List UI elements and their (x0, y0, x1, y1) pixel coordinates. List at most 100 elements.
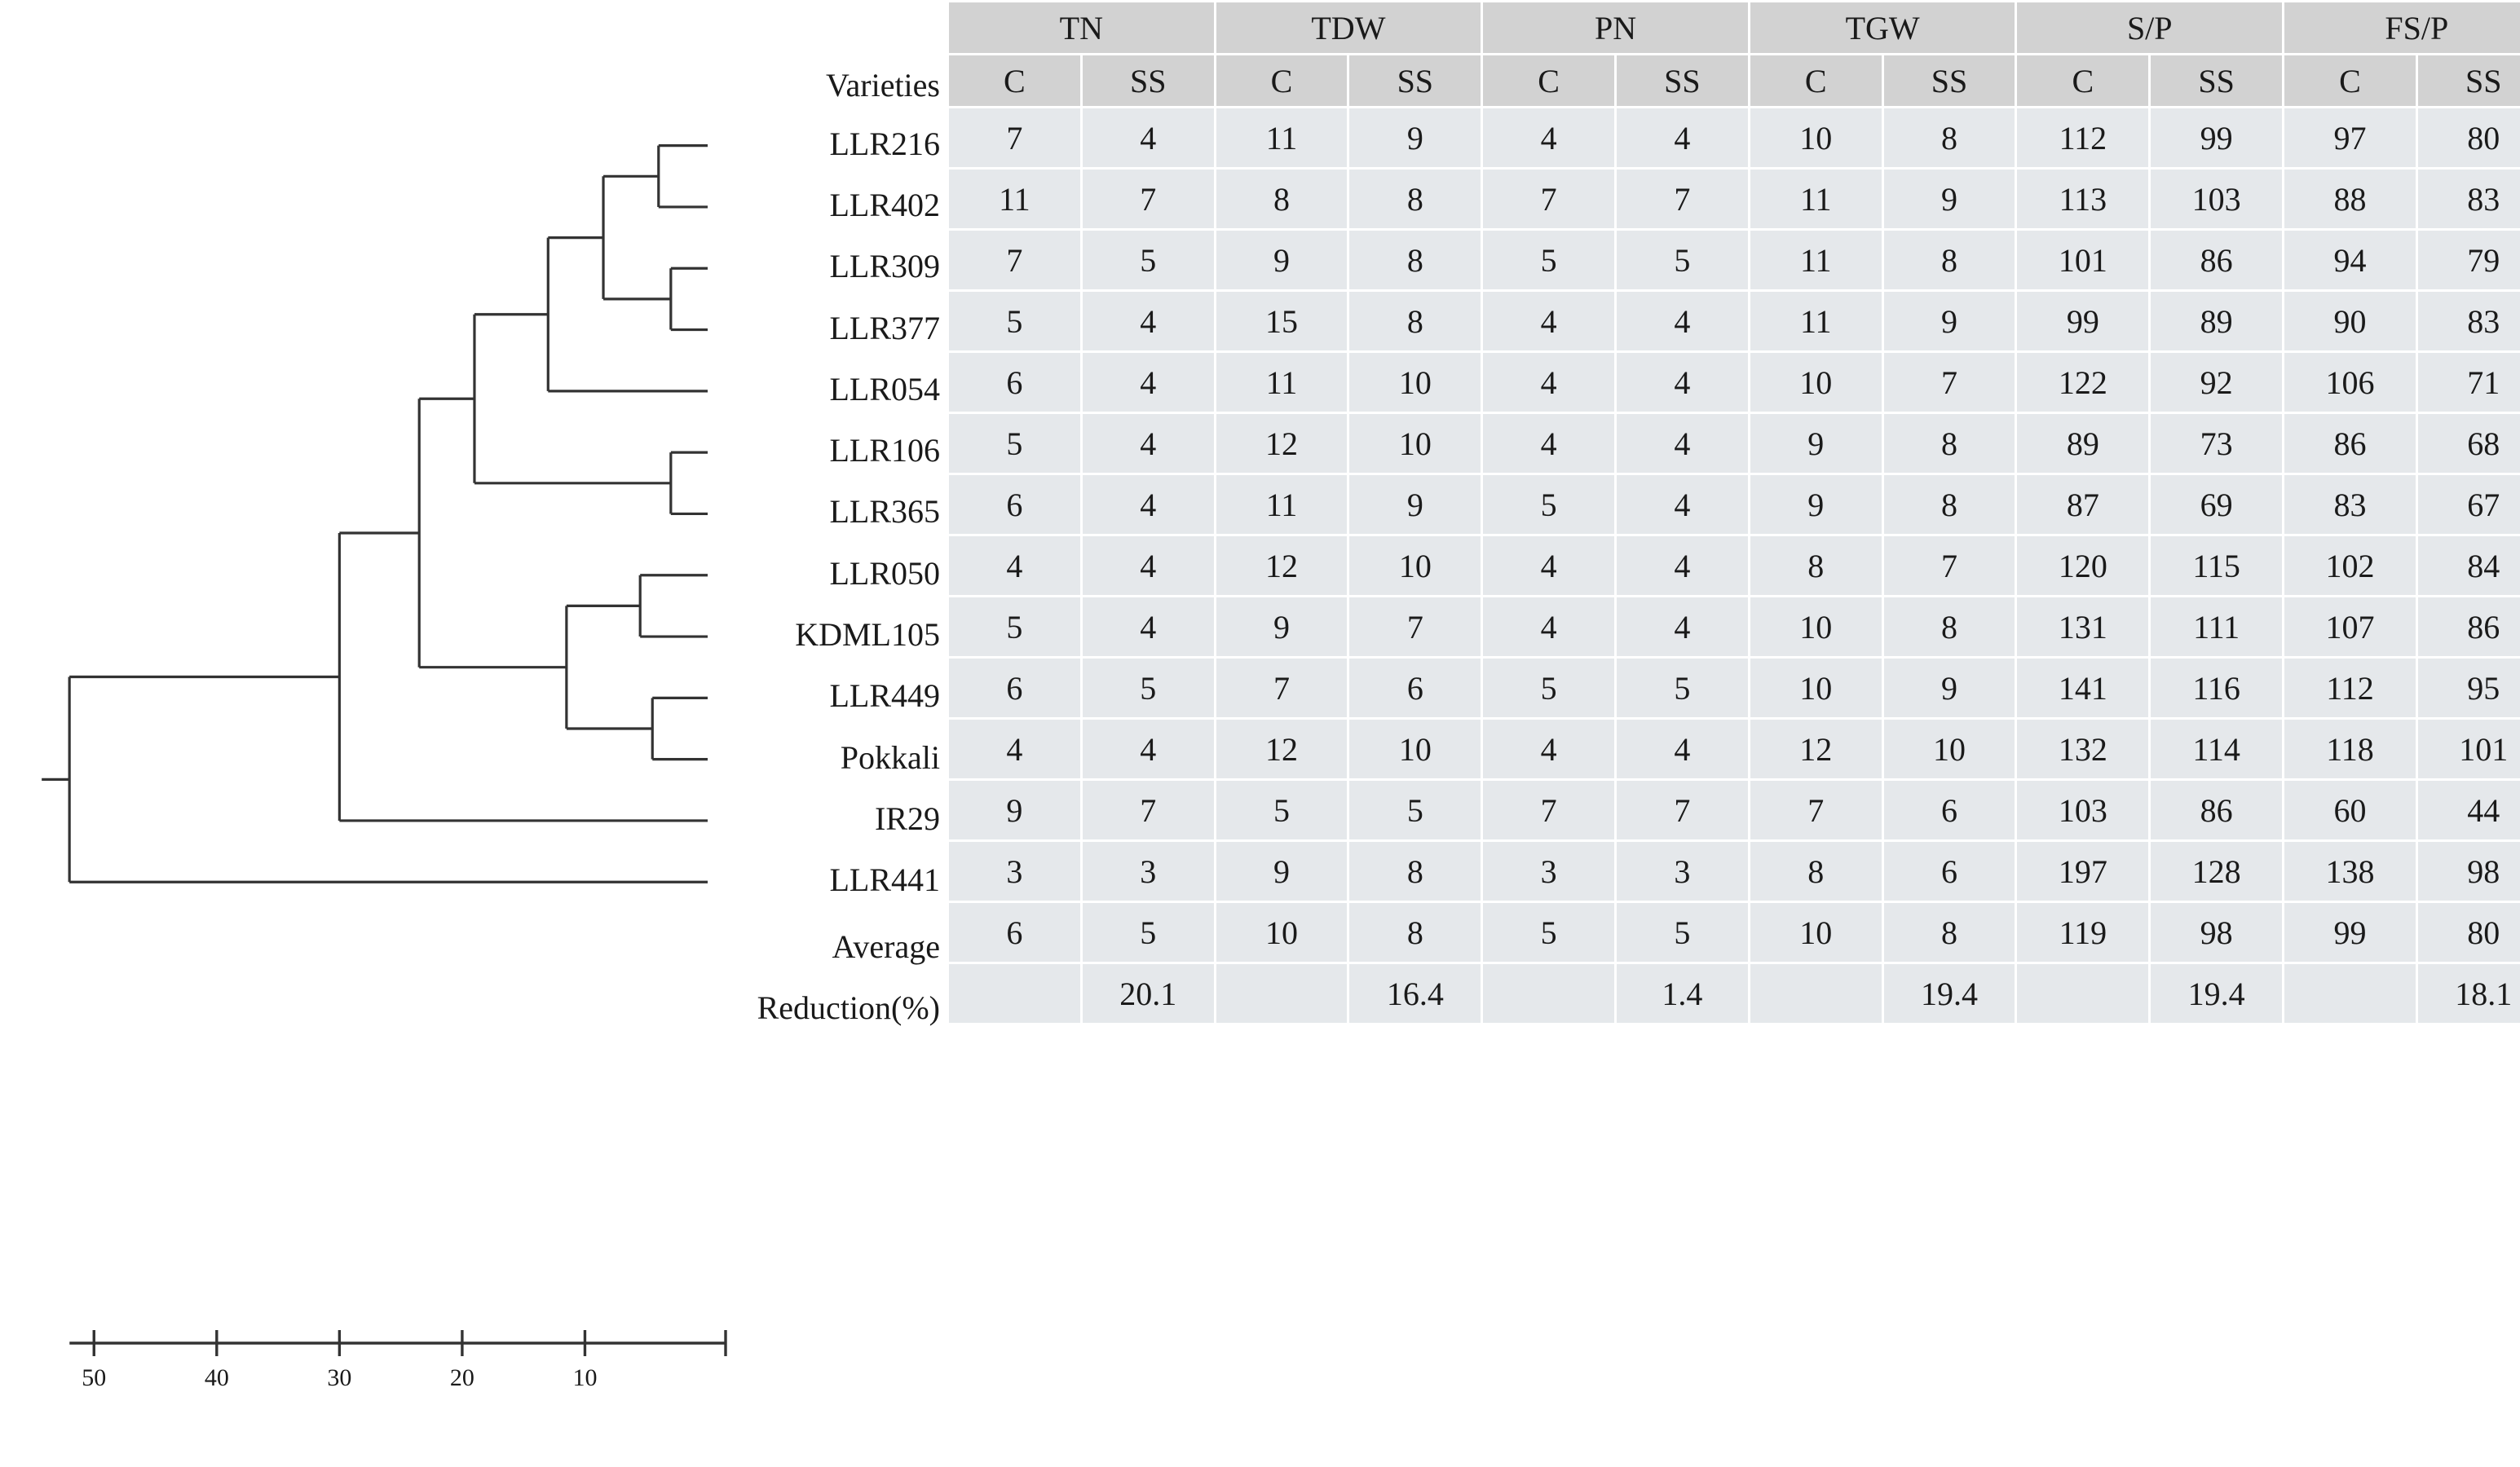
cell-llr402-tn-ss: 7 (1082, 170, 1214, 228)
cell-llr377-tgw-c: 11 (1750, 292, 1882, 350)
cell-llr050-s-p-c: 120 (2017, 536, 2149, 595)
cell-llr106-tgw-c: 9 (1750, 414, 1882, 473)
leaf-label-llr309: LLR309 (829, 248, 940, 285)
cell-llr106-pn-ss: 4 (1617, 414, 1748, 473)
cell-llr449-fs-p-c: 112 (2284, 659, 2416, 717)
axis-tick-label-40: 40 (205, 1364, 229, 1391)
cell-llr216-fs-p-c: 97 (2284, 108, 2416, 167)
cell-llr365-tn-ss: 4 (1082, 475, 1214, 534)
cell-reduction--tdw-c (1216, 964, 1348, 1023)
cell-llr402-pn-ss: 7 (1617, 170, 1748, 228)
cell-llr365-tgw-ss: 8 (1883, 475, 2015, 534)
cell-pokkali-s-p-ss: 114 (2151, 720, 2283, 778)
sub-header-tn-ss: SS (1082, 55, 1214, 106)
cell-average-tn-ss: 5 (1082, 903, 1214, 962)
cell-ir29-tgw-ss: 6 (1883, 781, 2015, 839)
cell-llr449-s-p-ss: 116 (2151, 659, 2283, 717)
cell-average-tdw-ss: 8 (1349, 903, 1481, 962)
cell-ir29-fs-p-c: 60 (2284, 781, 2416, 839)
cell-llr309-tgw-ss: 8 (1883, 231, 2015, 289)
cell-llr365-pn-ss: 4 (1617, 475, 1748, 534)
cell-llr309-tdw-c: 9 (1216, 231, 1348, 289)
group-header-pn: PN (1483, 2, 1748, 53)
cell-llr365-tgw-c: 9 (1750, 475, 1882, 534)
cell-llr365-fs-p-ss: 67 (2417, 475, 2520, 534)
group-header-tgw: TGW (1750, 2, 2015, 53)
sub-header-fs-p-ss: SS (2417, 55, 2520, 106)
cell-llr106-tn-c: 5 (949, 414, 1080, 473)
cell-llr050-s-p-ss: 115 (2151, 536, 2283, 595)
cell-kdml105-s-p-ss: 111 (2151, 597, 2283, 656)
leaf-label-llr402: LLR402 (829, 186, 940, 223)
cell-llr050-tn-c: 4 (949, 536, 1080, 595)
leaf-label-llr106: LLR106 (829, 432, 940, 469)
cell-pokkali-fs-p-c: 118 (2284, 720, 2416, 778)
cell-llr106-tdw-ss: 10 (1349, 414, 1481, 473)
sub-header-tdw-ss: SS (1349, 55, 1481, 106)
cell-llr309-s-p-c: 101 (2017, 231, 2149, 289)
cell-llr216-tgw-ss: 8 (1883, 108, 2015, 167)
cell-pokkali-tgw-ss: 10 (1883, 720, 2015, 778)
cell-llr365-s-p-ss: 69 (2151, 475, 2283, 534)
cell-pokkali-pn-c: 4 (1483, 720, 1615, 778)
cell-llr441-tdw-c: 9 (1216, 842, 1348, 901)
summary-label-average: Average (832, 927, 941, 965)
cell-llr050-tdw-c: 12 (1216, 536, 1348, 595)
cell-llr216-s-p-ss: 99 (2151, 108, 2283, 167)
cell-llr441-tn-ss: 3 (1082, 842, 1214, 901)
group-header-fs-p: FS/P (2284, 2, 2520, 53)
cell-reduction--tn-ss: 20.1 (1082, 964, 1214, 1023)
cell-llr050-pn-ss: 4 (1617, 536, 1748, 595)
cell-average-tgw-ss: 8 (1883, 903, 2015, 962)
dendrogram-branches (42, 144, 708, 883)
cell-llr106-s-p-ss: 73 (2151, 414, 2283, 473)
dendrogram-axis (69, 1330, 727, 1356)
cell-llr054-tdw-c: 11 (1216, 353, 1348, 412)
cell-llr054-pn-c: 4 (1483, 353, 1615, 412)
cell-llr402-fs-p-c: 88 (2284, 170, 2416, 228)
cell-llr449-pn-ss: 5 (1617, 659, 1748, 717)
leaf-label-ir29: IR29 (875, 800, 940, 837)
sub-header-tn-c: C (949, 55, 1080, 106)
cell-ir29-tgw-c: 7 (1750, 781, 1882, 839)
group-header-tn: TN (949, 2, 1214, 53)
cell-kdml105-tgw-c: 10 (1750, 597, 1882, 656)
axis-tick-label-50: 50 (82, 1364, 106, 1391)
cell-llr402-tgw-c: 11 (1750, 170, 1882, 228)
leaf-label-llr441: LLR441 (829, 861, 940, 899)
cell-llr309-pn-c: 5 (1483, 231, 1615, 289)
cell-pokkali-tdw-c: 12 (1216, 720, 1348, 778)
cell-llr441-fs-p-ss: 98 (2417, 842, 2520, 901)
cell-average-fs-p-ss: 80 (2417, 903, 2520, 962)
leaf-label-llr449: LLR449 (829, 677, 940, 715)
cell-llr402-tdw-c: 8 (1216, 170, 1348, 228)
cell-llr377-pn-c: 4 (1483, 292, 1615, 350)
cell-pokkali-fs-p-ss: 101 (2417, 720, 2520, 778)
cell-kdml105-pn-ss: 4 (1617, 597, 1748, 656)
cell-ir29-tdw-ss: 5 (1349, 781, 1481, 839)
cell-ir29-tn-ss: 7 (1082, 781, 1214, 839)
cell-llr365-pn-c: 5 (1483, 475, 1615, 534)
cell-llr309-tn-c: 7 (949, 231, 1080, 289)
cell-llr054-tgw-c: 10 (1750, 353, 1882, 412)
cell-reduction--pn-ss: 1.4 (1617, 964, 1748, 1023)
cell-llr402-pn-c: 7 (1483, 170, 1615, 228)
cell-kdml105-fs-p-c: 107 (2284, 597, 2416, 656)
cell-llr449-tgw-c: 10 (1750, 659, 1882, 717)
cell-llr050-fs-p-c: 102 (2284, 536, 2416, 595)
cell-llr309-tdw-ss: 8 (1349, 231, 1481, 289)
cell-llr054-pn-ss: 4 (1617, 353, 1748, 412)
cell-average-tgw-c: 10 (1750, 903, 1882, 962)
leaf-label-llr054: LLR054 (829, 370, 940, 408)
cell-reduction--fs-p-ss: 18.1 (2417, 964, 2520, 1023)
